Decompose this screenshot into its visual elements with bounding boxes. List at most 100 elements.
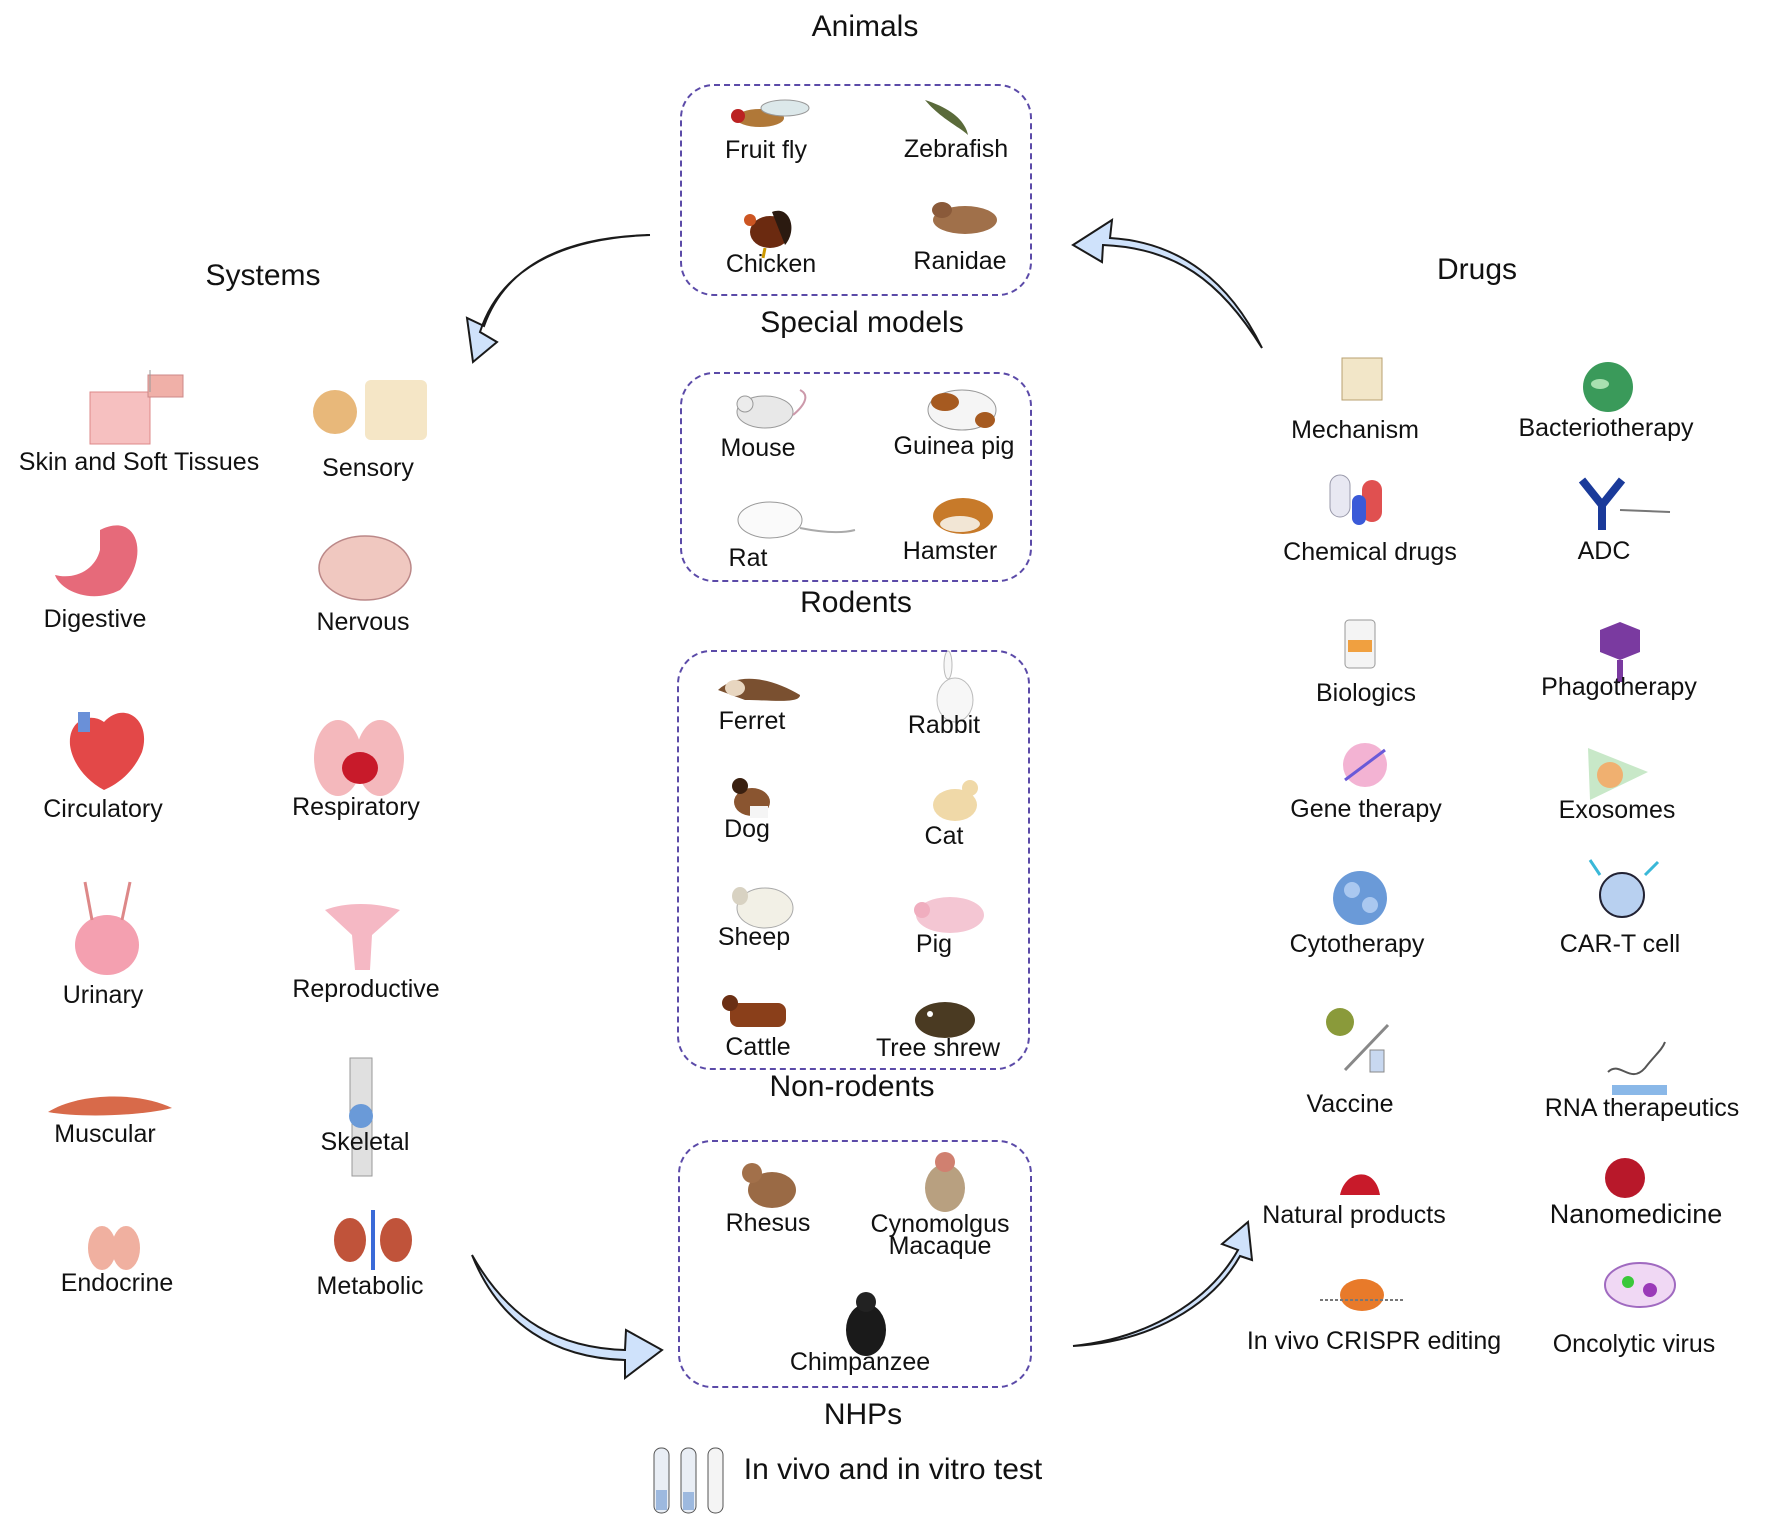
ferret-icon xyxy=(718,678,800,701)
animal-label: Cynomolgus xyxy=(870,1210,1010,1238)
rat-icon xyxy=(737,501,856,539)
system-label: Circulatory xyxy=(43,795,163,823)
animal-label: Rat xyxy=(728,544,768,572)
animal-label: Pig xyxy=(915,930,953,958)
system-label: Reproductive xyxy=(292,975,440,1003)
animal-label: Rabbit xyxy=(907,711,981,739)
dog-icon xyxy=(732,778,770,818)
cat-icon xyxy=(933,780,978,821)
drug-label: RNA therapeutics xyxy=(1544,1094,1740,1122)
test-caption: In vivo and in vitro test xyxy=(743,1453,1043,1486)
heart-icon xyxy=(69,712,145,790)
gene-therapy-icon xyxy=(1343,743,1387,787)
heading-nhps: NHPs xyxy=(823,1398,903,1431)
brain-icon xyxy=(318,535,412,601)
heading-special-models: Special models xyxy=(760,306,964,339)
frog-icon xyxy=(932,202,997,234)
animal-label: Dog xyxy=(724,815,770,843)
animal-label: Cattle xyxy=(725,1033,791,1061)
system-label: Metabolic xyxy=(316,1272,424,1300)
system-label: Nervous xyxy=(316,608,410,636)
uterus-icon xyxy=(325,904,400,970)
exosome-icon xyxy=(1588,748,1648,800)
mouse-icon xyxy=(736,389,807,429)
animal-label: Zebrafish xyxy=(903,135,1009,163)
heading-rodents: Rodents xyxy=(800,586,912,619)
arrow-systems-to-nhps xyxy=(471,1254,664,1381)
rna-icon xyxy=(1607,1041,1667,1095)
heading-systems: Systems xyxy=(205,259,321,292)
heading-drugs: Drugs xyxy=(1436,253,1518,286)
drug-label: Chemical drugs xyxy=(1283,538,1457,566)
vial-icon xyxy=(1344,619,1376,669)
phage-icon xyxy=(1600,622,1640,682)
mechanism-icon xyxy=(1341,357,1383,401)
rabbit-icon xyxy=(936,650,974,723)
special-models-frame xyxy=(680,84,1032,296)
adc-icon xyxy=(1578,477,1671,530)
eye-icon xyxy=(313,380,427,440)
drug-label: Nanomedicine xyxy=(1549,1199,1723,1229)
arrow-drugs-to-animals xyxy=(1071,218,1263,349)
drug-label: ADC xyxy=(1577,537,1631,565)
stomach-icon xyxy=(55,525,138,597)
system-label: Urinary xyxy=(62,981,144,1009)
nhps-frame xyxy=(678,1140,1032,1388)
system-label: Digestive xyxy=(43,605,147,633)
test-tubes-icon xyxy=(653,1447,724,1514)
system-label: Endocrine xyxy=(60,1269,174,1297)
animal-label: Hamster xyxy=(902,537,998,565)
oncolytic-virus-icon xyxy=(1604,1262,1676,1308)
chimpanzee-icon xyxy=(846,1292,886,1356)
system-label: Skeletal xyxy=(320,1128,410,1156)
animal-label: Tree shrew xyxy=(875,1034,1001,1062)
animal-label: Macaque xyxy=(888,1232,992,1260)
animal-label: Rhesus xyxy=(725,1209,811,1237)
drug-label: Exosomes xyxy=(1558,796,1676,824)
heading-non-rodents: Non-rodents xyxy=(769,1070,935,1103)
animal-label: Sheep xyxy=(717,923,791,951)
rhesus-icon xyxy=(742,1163,796,1208)
animal-label: Guinea pig xyxy=(893,432,1015,460)
system-label: Respiratory xyxy=(292,793,420,821)
pig-icon xyxy=(914,897,984,933)
drug-label: Mechanism xyxy=(1291,416,1419,444)
bacteria-icon xyxy=(1583,362,1633,412)
natural-products-icon xyxy=(1340,1174,1380,1195)
animal-label: Ranidae xyxy=(913,247,1007,275)
drug-label: Oncolytic virus xyxy=(1552,1330,1716,1358)
animal-label: Chicken xyxy=(725,250,817,278)
drug-label: Biologics xyxy=(1315,679,1417,707)
rodents-frame xyxy=(680,372,1032,582)
cattle-icon xyxy=(722,995,786,1027)
vaccine-icon xyxy=(1326,1008,1390,1073)
system-label: Skin and Soft Tissues xyxy=(18,448,260,476)
lungs-icon xyxy=(314,720,404,796)
system-label: Sensory xyxy=(322,454,414,482)
drug-label: Natural products xyxy=(1262,1201,1446,1229)
drug-label: Gene therapy xyxy=(1290,795,1442,823)
cytotherapy-icon xyxy=(1333,871,1387,925)
chicken-icon xyxy=(744,210,792,259)
drug-label: CAR-T cell xyxy=(1559,930,1681,958)
hamster-icon xyxy=(933,498,993,534)
drug-label: Bacteriotherapy xyxy=(1518,414,1694,442)
animal-label: Chimpanzee xyxy=(789,1348,931,1376)
capsule-icon xyxy=(1329,474,1382,525)
system-label: Muscular xyxy=(54,1120,156,1148)
car-t-icon xyxy=(1588,859,1660,918)
drug-label: Vaccine xyxy=(1306,1090,1394,1118)
animal-label: Fruit fly xyxy=(725,136,807,164)
muscle-icon xyxy=(48,1096,172,1116)
urinary-icon xyxy=(75,881,139,975)
animal-label: Cat xyxy=(924,822,964,850)
knee-icon xyxy=(349,1057,373,1177)
thyroid-icon xyxy=(88,1226,140,1270)
animal-label: Mouse xyxy=(720,434,796,462)
animal-label: Ferret xyxy=(718,707,786,735)
fruit-fly-icon xyxy=(731,99,810,127)
nanomedicine-icon xyxy=(1605,1158,1645,1198)
cynomolgus-icon xyxy=(925,1152,965,1212)
